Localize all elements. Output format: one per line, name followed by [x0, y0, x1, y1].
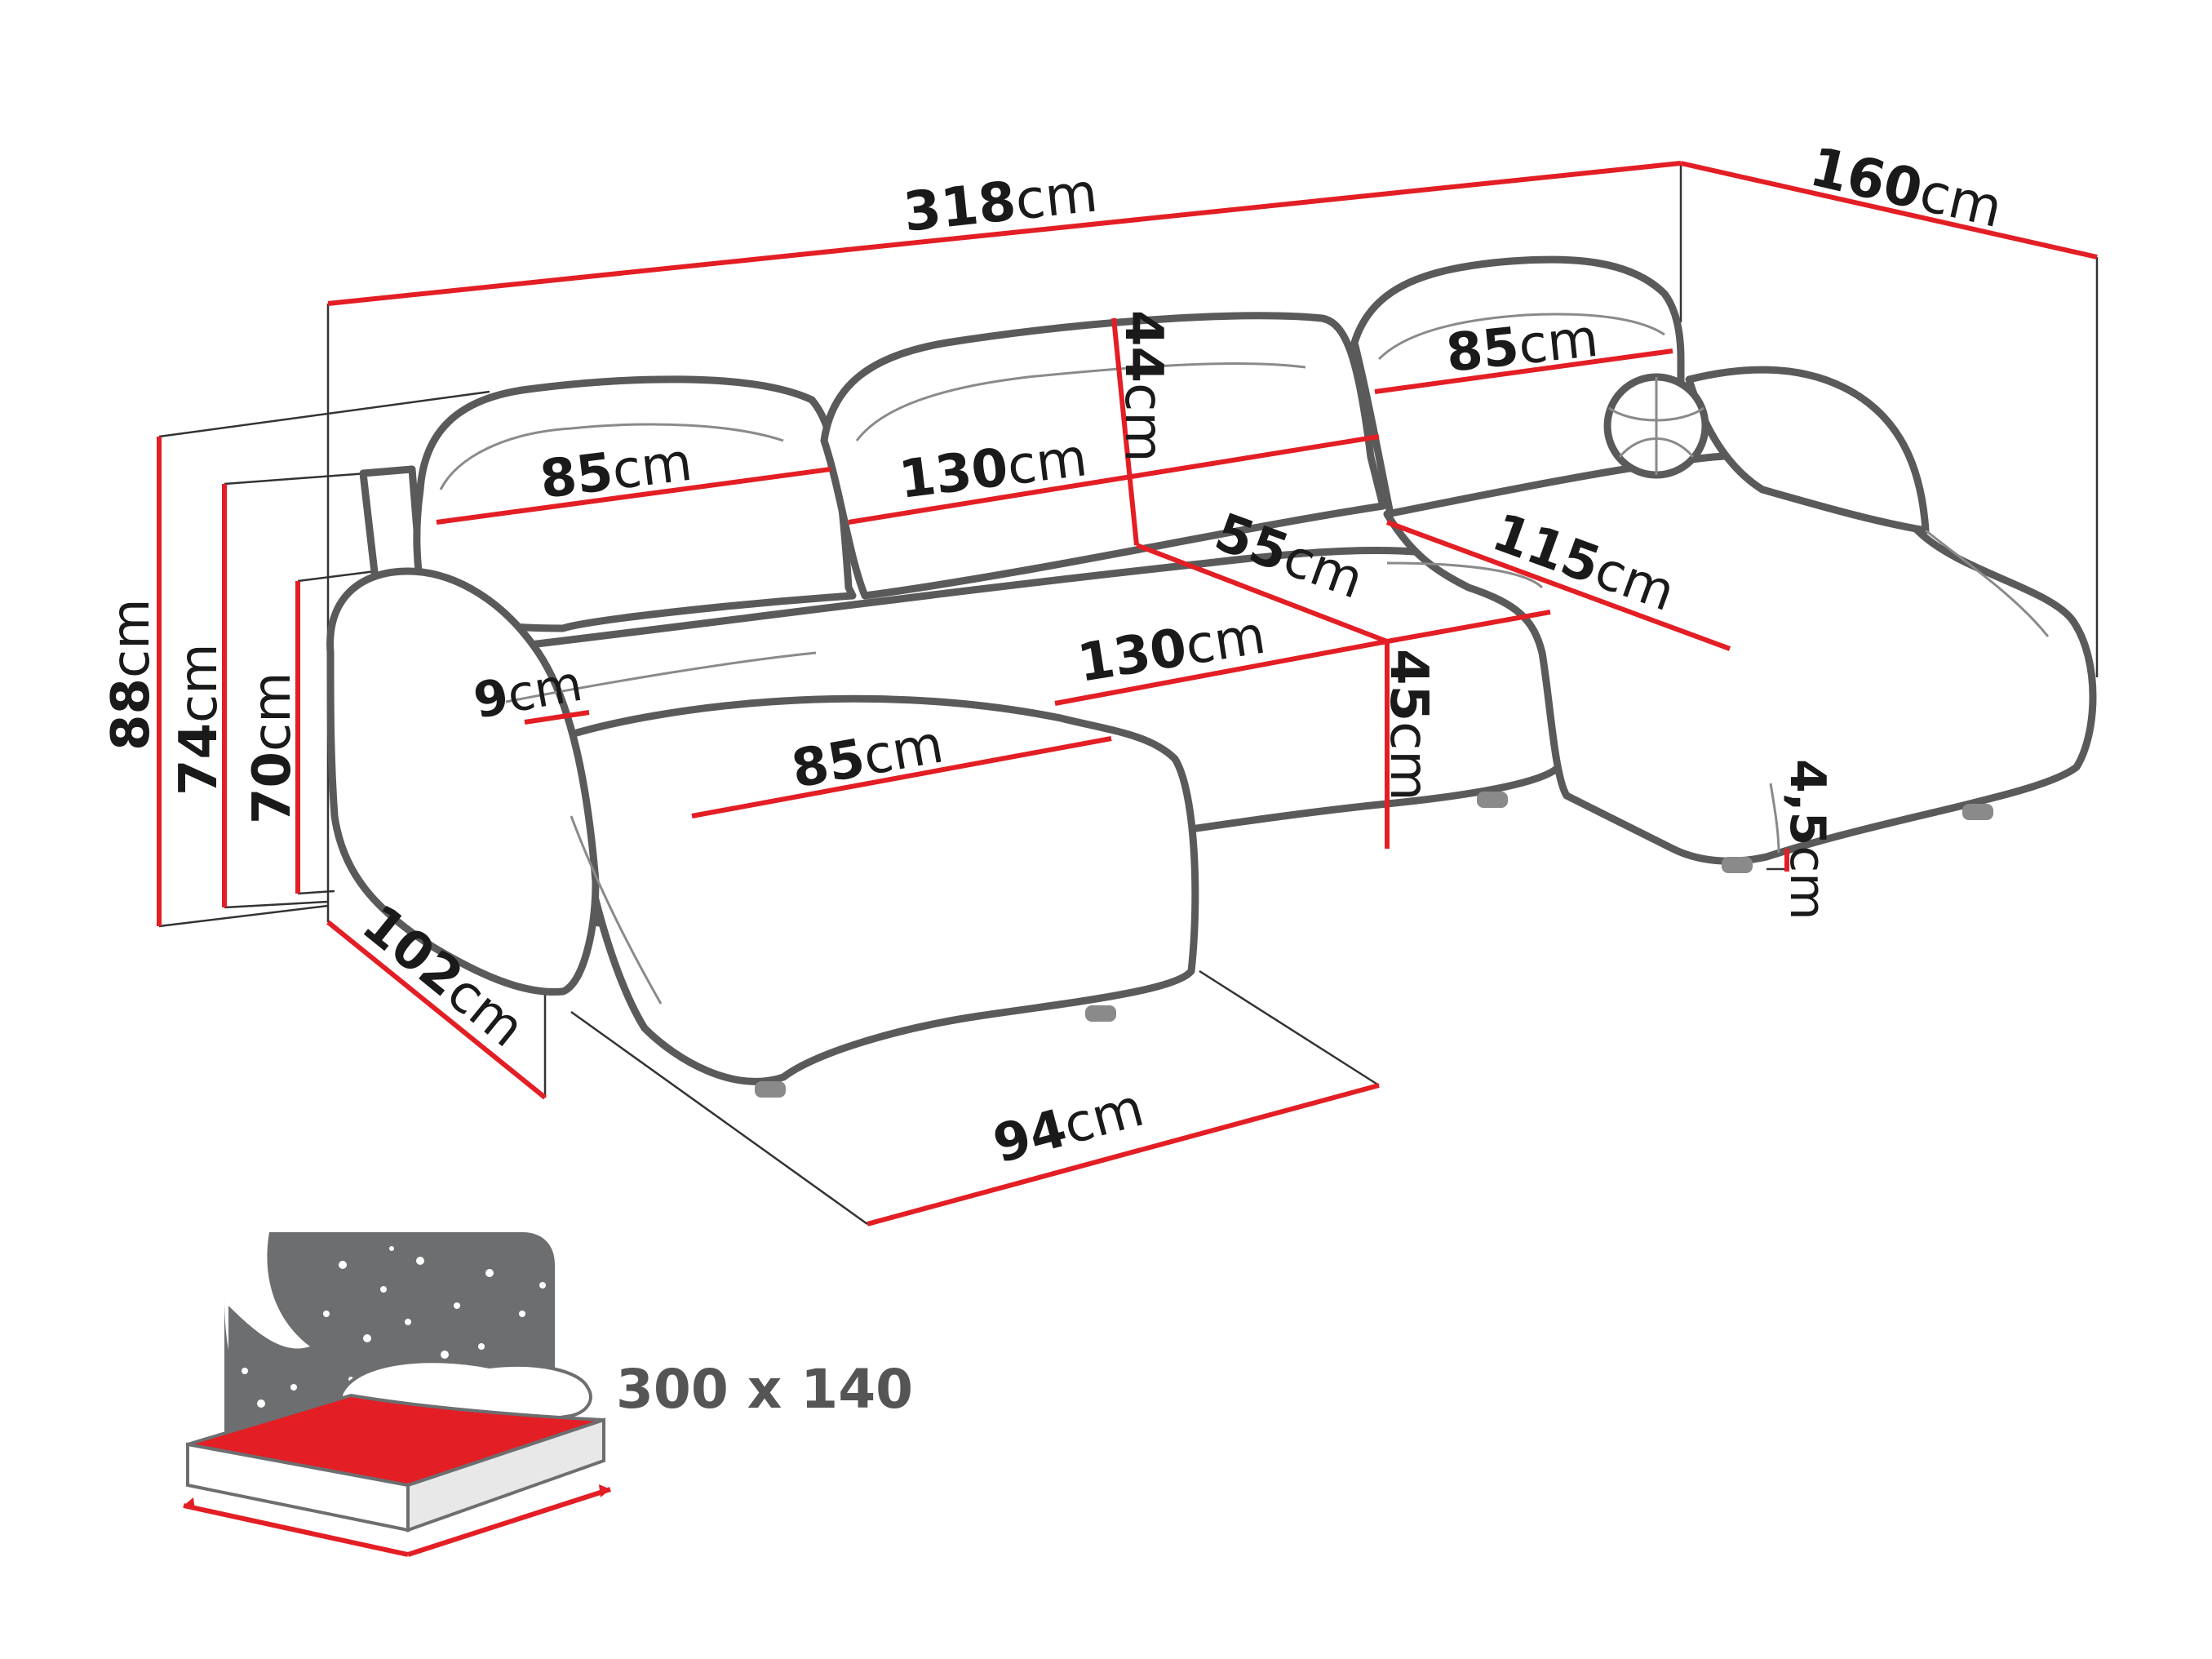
foot	[1477, 792, 1508, 808]
foot	[1722, 857, 1753, 873]
dim-label-130-back: 130cm	[896, 428, 1090, 511]
dim-line-130-back	[848, 434, 1380, 525]
dim-label-74: 74cm	[169, 643, 229, 796]
left-back-panel	[359, 465, 424, 583]
dim-label-85-back-left: 85cm	[537, 432, 695, 511]
dim-label-45: 45cm	[1378, 649, 1438, 801]
dim-label-4-5: 4,5cm	[1779, 759, 1836, 920]
dim-line-85-back-left	[436, 467, 831, 525]
dim-label-85-back-right: 85cm	[1443, 308, 1601, 384]
dim-label-318: 318cm	[901, 161, 1101, 243]
dim-line-55	[1135, 543, 1389, 644]
dim-line-85-back-right	[1374, 348, 1673, 394]
dim-label-9: 9cm	[469, 655, 586, 730]
left-chaise	[567, 694, 1199, 1085]
bed-function-icon: 300 x 140	[183, 1232, 913, 1557]
left-armrest	[326, 567, 600, 996]
dim-label-88: 88cm	[101, 598, 162, 751]
back-cushion-middle	[820, 312, 1387, 600]
dim-label-70: 70cm	[242, 672, 303, 824]
foot	[755, 1081, 786, 1098]
dim-line-130-seat	[1054, 639, 1388, 706]
foot	[1962, 804, 1993, 820]
dimension-lines	[157, 161, 2098, 1227]
guide-lines	[158, 163, 2099, 1226]
dim-line-85-seat	[691, 736, 1112, 818]
dim-line-102	[326, 920, 547, 1100]
foot	[1085, 1005, 1116, 1022]
dim-line-115	[1385, 520, 1731, 651]
dim-label-94: 94cm	[987, 1078, 1150, 1176]
right-armrest	[1685, 366, 1930, 535]
pillow-seams	[1608, 377, 1704, 475]
back-cushion-left	[413, 375, 857, 632]
bed-size-label: 300 x 140	[616, 1358, 913, 1421]
dim-line-44	[1111, 317, 1139, 546]
dim-line-9	[524, 710, 590, 725]
sofa-illustration	[326, 255, 2097, 1098]
dim-label-160: 160cm	[1804, 135, 2008, 241]
dim-line-94	[867, 1083, 1380, 1227]
dim-line-318	[327, 161, 1682, 306]
dim-label-85-seat: 85cm	[787, 714, 948, 800]
back-cushion-right	[1350, 255, 1685, 522]
dim-line-130-seat-ext	[1386, 610, 1551, 644]
dim-label-44: 44cm	[1113, 310, 1173, 463]
dim-line-160	[1680, 161, 2098, 259]
